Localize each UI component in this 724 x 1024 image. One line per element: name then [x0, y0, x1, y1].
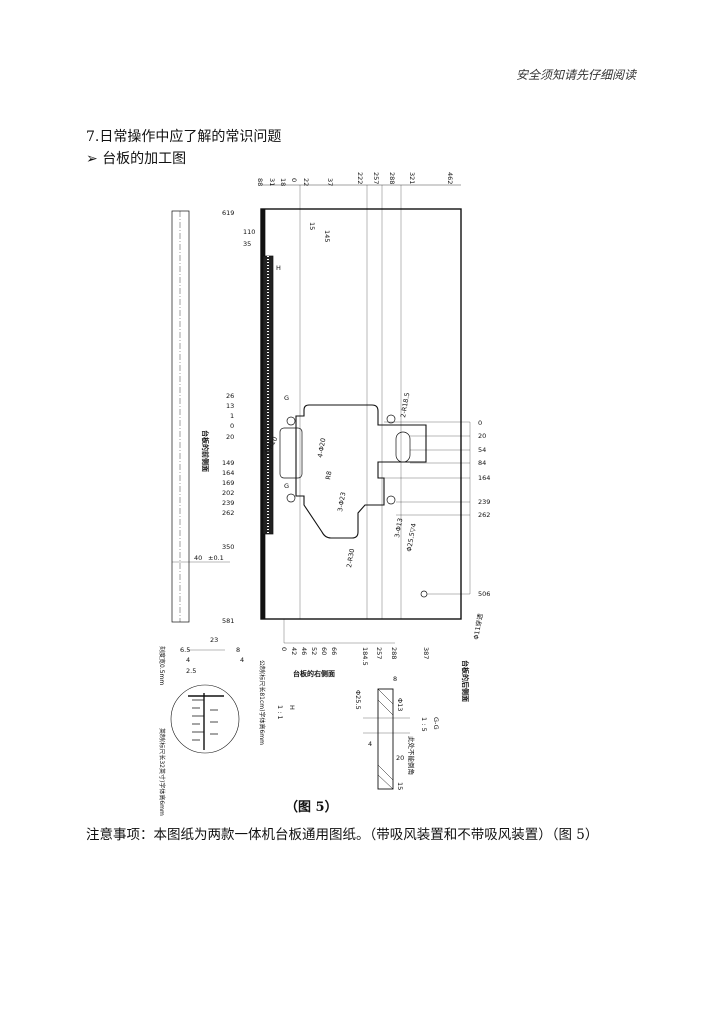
dim-right: 84 [478, 459, 486, 467]
dim-bottom: 60 [320, 647, 328, 655]
plate-outline [260, 208, 462, 620]
dim-bottom: 52 [310, 647, 318, 655]
dim-left: 20 [226, 433, 234, 441]
dim-left: 145 [323, 230, 331, 242]
dim-top: 37 [326, 178, 334, 186]
dim-top: 288 [388, 172, 396, 184]
dim-right: 164 [478, 474, 490, 482]
dim-left: 35 [243, 240, 251, 248]
dim-left: 619 [222, 209, 234, 217]
detail-h-label: H [288, 705, 296, 710]
dim-bottom: 288 [390, 647, 398, 659]
dim: 20 [396, 754, 404, 762]
dim-left: 1 [230, 412, 234, 420]
dim-left: 350 [222, 543, 234, 551]
dim-right: 239 [478, 498, 490, 506]
dim-left: 581 [222, 617, 234, 625]
plate-cutout [295, 404, 427, 539]
callout: R8 [324, 470, 333, 480]
back-view-label: 台板的后侧面 [461, 660, 470, 702]
dim-left: 13 [226, 402, 234, 410]
dim-bottom: 184.5 [361, 647, 369, 666]
figure-caption: （图 5） [285, 800, 338, 815]
callout: 4-Φ20 [316, 437, 327, 458]
dim-top: 88 [256, 178, 264, 186]
dim-bottom: 66 [330, 647, 338, 655]
dim: 4 [186, 656, 190, 664]
dim: 15 [396, 782, 404, 790]
dim-left: 239 [222, 499, 234, 507]
dim-left: 169 [222, 479, 234, 487]
dim-top: 222 [356, 172, 364, 184]
dim-bottom: 46 [300, 647, 308, 655]
front-side-view [171, 210, 190, 623]
dim-tolerance: ±0.1 [208, 554, 224, 562]
dim-top: 321 [408, 172, 416, 184]
dim: 6.5 [180, 646, 190, 654]
dim: 2.5 [186, 667, 196, 675]
front-view-label: 台板的前侧面 [201, 430, 210, 472]
right-view-label: 台板的右侧面 [293, 669, 335, 678]
dim-top: 18 [279, 178, 287, 186]
dim-right: 506 [478, 590, 490, 598]
dim-right: 20 [478, 432, 486, 440]
callout: 3-Φ13 [393, 517, 404, 538]
dim-left: 0 [230, 422, 234, 430]
detail-h-note: 公制(标尺长81cm)字体高6mm [258, 660, 266, 745]
page-header: 安全须知请先仔细阅读 [515, 68, 636, 82]
dim-bottom: 42 [290, 647, 298, 655]
dim-top: 0 [290, 178, 298, 182]
dim-right: 262 [478, 511, 490, 519]
callout: Φ11穿透 [471, 612, 485, 640]
dim-left: 202 [222, 489, 234, 497]
section-title: 7.日常操作中应了解的常识问题 [86, 129, 282, 145]
subtitle-text: 台板的加工图 [102, 151, 187, 167]
dim: Φ13 [396, 698, 404, 711]
dim-top: 462 [446, 172, 454, 184]
dim: 4 [240, 656, 244, 664]
detail-h-circle [170, 684, 240, 754]
subtitle: ➢ 台板的加工图 [86, 148, 186, 168]
section-mark: G [284, 394, 289, 402]
callout: 3-Φ23 [336, 491, 347, 512]
detail-h-note: 英制(标尺长32英寸)字体高6mm [158, 728, 166, 816]
detail-gg-section [377, 688, 394, 790]
callout: 2-R30 [345, 548, 356, 568]
dim-left: 110 [243, 228, 255, 236]
detail-h-note: 刻度宽0.5mm [158, 646, 166, 685]
callout: Φ25.5▽4 [405, 523, 418, 553]
detail-gg-scale: 1 : 5 [420, 717, 428, 732]
dim-bottom: 257 [375, 647, 383, 659]
dim-left: 262 [222, 509, 234, 517]
dim-left: 15 [308, 222, 316, 230]
dim-bottom: 387 [422, 647, 430, 659]
detail-mark: H [276, 264, 281, 272]
bullet-arrow-icon: ➢ [86, 151, 98, 167]
dim: 8 [236, 646, 240, 654]
note-text: 注意事项：本图纸为两款一体机台板通用图纸。（带吸风装置和不带吸风装置）（图 5） [86, 827, 599, 843]
dim: 4 [368, 740, 372, 748]
detail-gg-note: 此处不能倒角 [407, 736, 416, 775]
ruler-scale [262, 255, 274, 535]
dim: 23 [210, 636, 218, 644]
section-mark: G [284, 482, 289, 490]
dim-right: 54 [478, 446, 486, 454]
dim-side: 40 [194, 554, 202, 562]
dim-left: 149 [222, 459, 234, 467]
dim-bottom: 0 [280, 647, 288, 651]
dim-top: 257 [372, 172, 380, 184]
dim: 8 [393, 675, 397, 683]
dim-top: 31 [268, 178, 276, 186]
dim-right: 0 [478, 419, 482, 427]
dim-left: 164 [222, 469, 234, 477]
dim-left: 26 [226, 392, 234, 400]
dim: Φ25.5 [354, 690, 362, 710]
dim-top: 22 [302, 178, 310, 186]
detail-h-scale: 1 : 1 [276, 705, 284, 720]
detail-gg-label: G-G [432, 717, 440, 730]
